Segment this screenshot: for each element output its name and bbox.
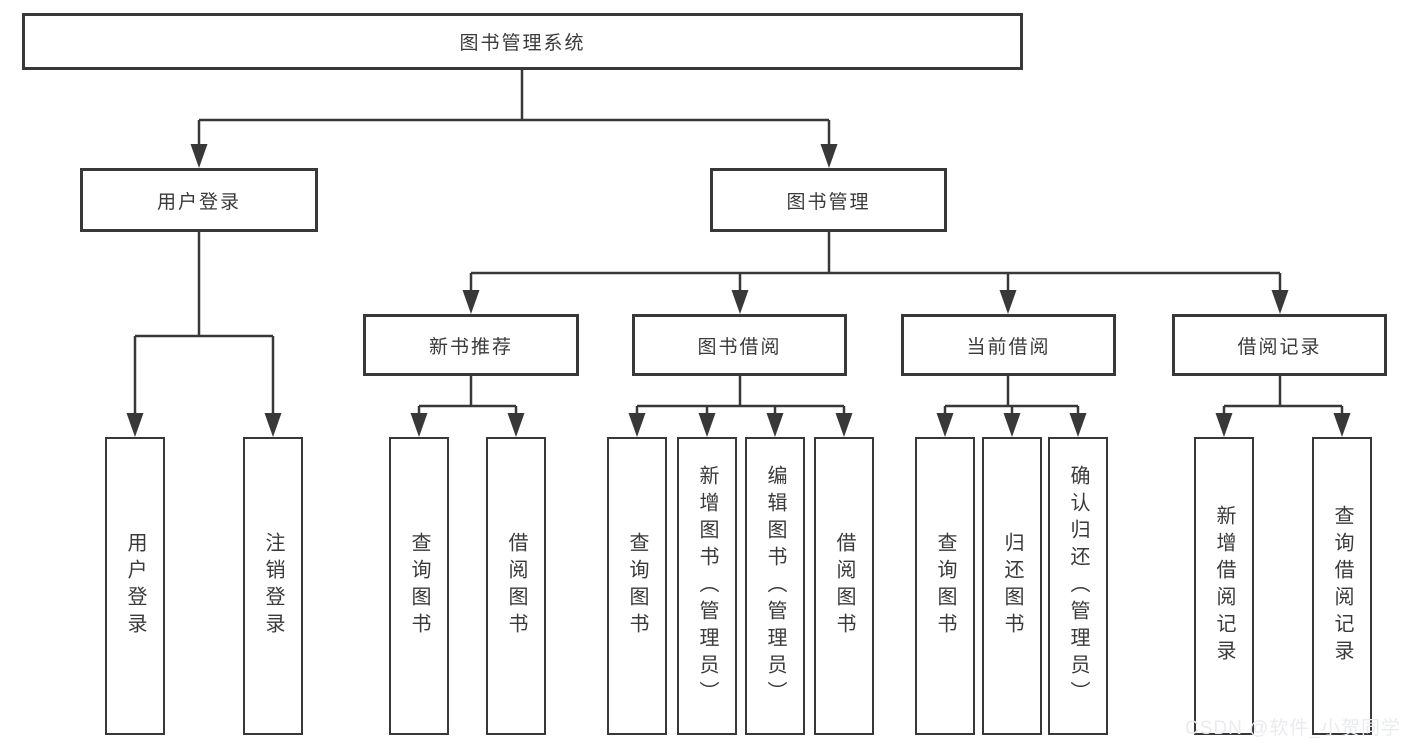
leaf-return-books: 归还图书 [982, 437, 1042, 735]
node-user-login: 用户登录 [80, 168, 318, 232]
node-current-borrow: 当前借阅 [901, 314, 1116, 376]
leaf-confirm-return-admin: 确认归还（管理员） [1048, 437, 1108, 735]
leaf-query-borrow-record: 查询借阅记录 [1312, 437, 1372, 735]
leaf-edit-books-admin-label: 编辑图书（管理员） [764, 464, 786, 708]
connector-new-book-to-leaves [410, 376, 525, 437]
node-book-borrow: 图书借阅 [632, 314, 847, 376]
node-library-system-label: 图书管理系统 [459, 33, 586, 54]
node-new-book-recommend-label: 新书推荐 [428, 336, 513, 358]
connector-book-management-to-modules [462, 232, 1289, 314]
leaf-query-books-recommend-label: 查询图书 [408, 532, 430, 640]
leaf-borrow-books: 借阅图书 [814, 437, 874, 735]
node-borrow-records-label: 借阅记录 [1237, 336, 1322, 358]
node-borrow-records: 借阅记录 [1172, 314, 1387, 376]
connector-book-borrow-to-leaves [628, 376, 853, 437]
leaf-add-borrow-record-label: 新增借阅记录 [1213, 505, 1235, 667]
leaf-query-books-recommend: 查询图书 [389, 437, 449, 735]
leaf-borrow-books-recommend-label: 借阅图书 [505, 532, 527, 640]
node-user-login-label: 用户登录 [156, 191, 241, 213]
leaf-add-books-admin-label: 新增图书（管理员） [696, 464, 718, 708]
node-new-book-recommend: 新书推荐 [363, 314, 579, 376]
leaf-query-books-current-label: 查询图书 [934, 532, 956, 640]
leaf-logout-label: 注销登录 [262, 532, 284, 640]
leaf-add-books-admin: 新增图书（管理员） [677, 437, 737, 735]
node-current-borrow-label: 当前借阅 [966, 336, 1051, 358]
node-book-borrow-label: 图书借阅 [697, 336, 782, 358]
leaf-edit-books-admin: 编辑图书（管理员） [745, 437, 805, 735]
connector-current-borrow-to-leaves [936, 376, 1087, 437]
leaf-confirm-return-admin-label: 确认归还（管理员） [1067, 464, 1089, 708]
leaf-return-books-label: 归还图书 [1001, 532, 1023, 640]
connector-root-to-branches [190, 70, 838, 168]
leaf-query-books-current: 查询图书 [915, 437, 975, 735]
leaf-borrow-books-label: 借阅图书 [833, 532, 855, 640]
leaf-query-borrow-record-label: 查询借阅记录 [1331, 505, 1353, 667]
node-book-management: 图书管理 [710, 168, 947, 232]
leaf-borrow-books-recommend: 借阅图书 [486, 437, 546, 735]
leaf-user-login: 用户登录 [105, 437, 165, 735]
leaf-query-books-borrow-label: 查询图书 [626, 532, 648, 640]
leaf-add-borrow-record: 新增借阅记录 [1194, 437, 1254, 735]
leaf-query-books-borrow: 查询图书 [607, 437, 667, 735]
leaf-logout: 注销登录 [243, 437, 303, 735]
connector-borrow-records-to-leaves [1215, 376, 1351, 437]
node-book-management-label: 图书管理 [786, 191, 871, 213]
node-library-system: 图书管理系统 [22, 13, 1023, 70]
leaf-user-login-label: 用户登录 [124, 532, 146, 640]
connector-user-login-to-leaves [126, 232, 282, 437]
